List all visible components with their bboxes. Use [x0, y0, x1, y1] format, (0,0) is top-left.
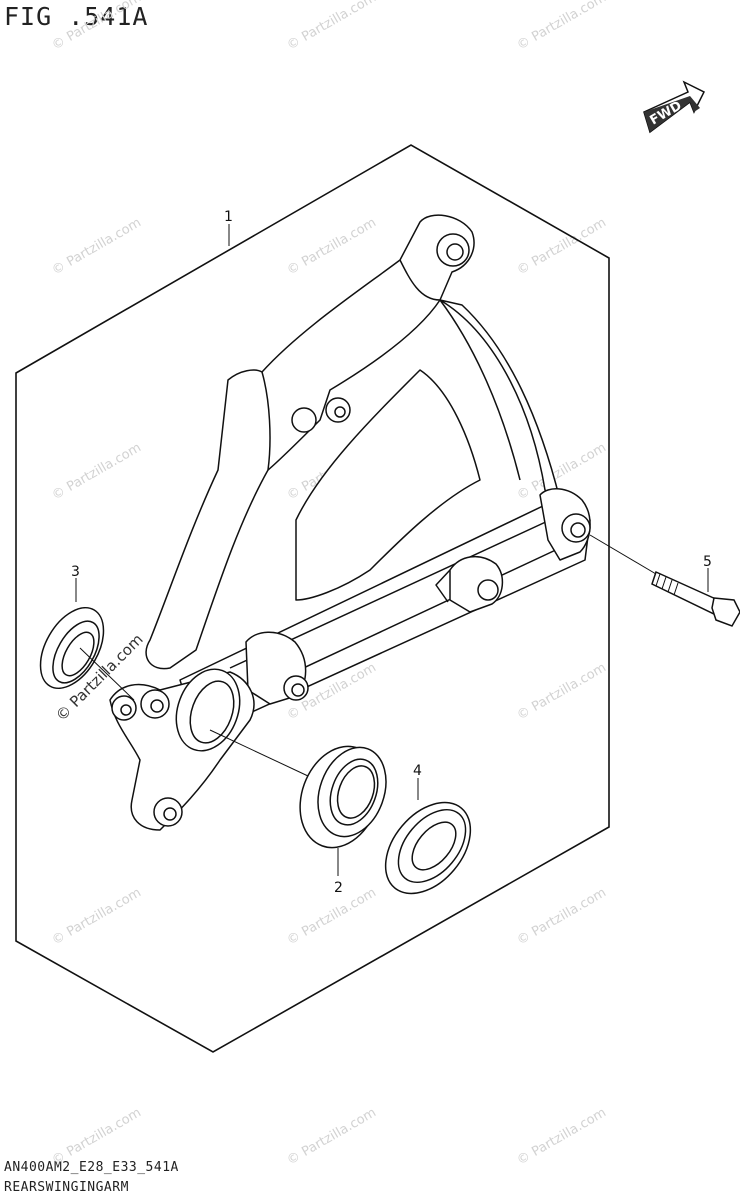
diagram-name: REARSWINGINGARM [4, 1180, 129, 1195]
watermark: © Partzilla.com [515, 885, 609, 948]
watermark: © Partzilla.com [515, 0, 609, 53]
callout-1: 1 [224, 209, 233, 225]
fwd-arrow-icon: FWD [643, 80, 706, 134]
watermark: © Partzilla.com [285, 885, 379, 948]
callout-4: 4 [413, 763, 422, 779]
watermark: © Partzilla.com [285, 1105, 379, 1168]
watermark: © Partzilla.com [50, 440, 144, 503]
part-4-seal [384, 801, 472, 895]
model-code: AN400AM2_E28_E33_541A [4, 1160, 179, 1175]
leader-lines [75, 224, 709, 876]
watermark: © Partzilla.com [515, 215, 609, 278]
watermark: © Partzilla.com [50, 1105, 144, 1168]
watermark: © Partzilla.com [515, 660, 609, 723]
watermark: © Partzilla.com [285, 0, 379, 53]
callout-2: 2 [334, 880, 343, 896]
figure-title: FIG .541A [4, 2, 149, 31]
rear-swing-arm [109, 214, 591, 831]
part-2-bearing [299, 745, 387, 849]
watermark: © Partzilla.com [50, 0, 144, 53]
part-3-oil-seal [39, 606, 105, 690]
part-5-bolt [651, 570, 740, 627]
watermark: © Partzilla.com [50, 215, 144, 278]
callout-labels: 1 3 2 4 5 [71, 209, 712, 896]
assembly-frame [15, 144, 610, 1053]
watermark: © Partzilla.com [285, 215, 379, 278]
callout-5: 5 [703, 554, 712, 570]
watermark: © Partzilla.com [50, 885, 144, 948]
callout-3: 3 [71, 564, 80, 580]
watermark: © Partzilla.com [515, 1105, 609, 1168]
